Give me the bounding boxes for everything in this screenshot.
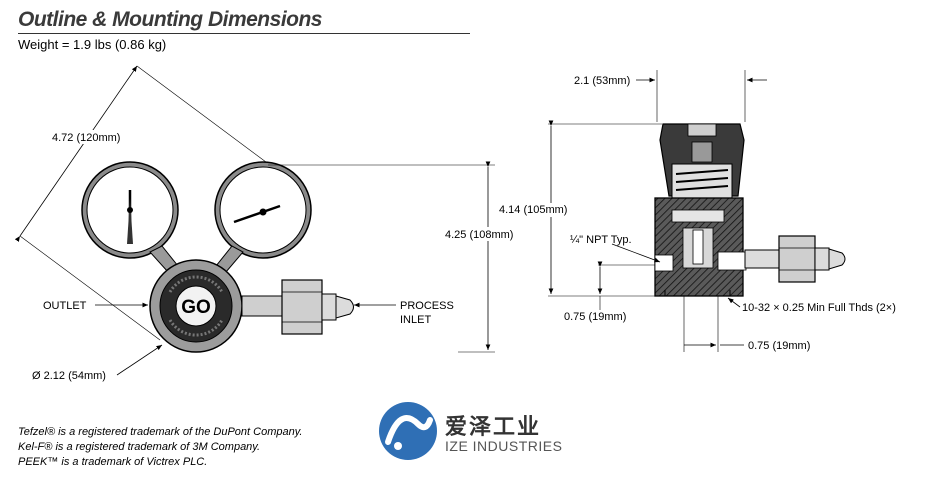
dim-side-height-label: 4.14 (105mm) xyxy=(499,204,567,216)
front-view: 4.72 (120mm) GO xyxy=(14,65,528,382)
inlet-fitting xyxy=(241,279,354,335)
diameter-leader xyxy=(116,344,163,376)
outlet-label: OUTLET xyxy=(43,300,87,312)
knob-logo: GO xyxy=(181,297,211,318)
title-underline xyxy=(18,33,470,34)
dim-top-width-label: 2.1 (53mm) xyxy=(574,75,630,87)
extension-line xyxy=(19,235,161,341)
dim-diagonal-label: 4.72 (120mm) xyxy=(52,132,120,144)
dim-diameter-label: Ø 2.12 (54mm) xyxy=(32,370,106,382)
extension-line xyxy=(136,65,271,166)
logo-english-text: IZE INDUSTRIES xyxy=(445,438,563,454)
side-inlet-fitting xyxy=(744,235,846,283)
dim-left-label: 0.75 (19mm) xyxy=(564,311,626,323)
logo-chinese-text: 爱泽工业 xyxy=(445,415,542,440)
page-title: Outline & Mounting Dimensions xyxy=(18,8,323,31)
weight-spec: Weight = 1.9 lbs (0.86 kg) xyxy=(18,37,167,52)
threads-label: 10-32 × 0.25 Min Full Thds (2×) xyxy=(742,302,896,314)
npt-label: ¼" NPT Typ. xyxy=(570,234,632,246)
process-label: PROCESS xyxy=(400,300,454,312)
trademark-peek: PEEK™ is a trademark of Victrex PLC. xyxy=(18,456,208,468)
left-gauge xyxy=(81,161,179,259)
dim-bottom-label: 0.75 (19mm) xyxy=(748,340,810,352)
right-gauge xyxy=(214,161,312,259)
trademark-tefzel: Tefzel® is a registered trademark of the… xyxy=(18,426,303,438)
inlet-label: INLET xyxy=(400,314,431,326)
trademark-kelf: Kel-F® is a registered trademark of 3M C… xyxy=(18,441,261,453)
dim-height-label: 4.25 (108mm) xyxy=(445,229,513,241)
ize-logo-icon xyxy=(379,402,437,460)
regulator-body: GO xyxy=(149,259,243,353)
side-view: 2.1 (53mm) 4.14 (105mm) xyxy=(495,70,896,352)
diagonal-dimension-line xyxy=(14,65,138,242)
